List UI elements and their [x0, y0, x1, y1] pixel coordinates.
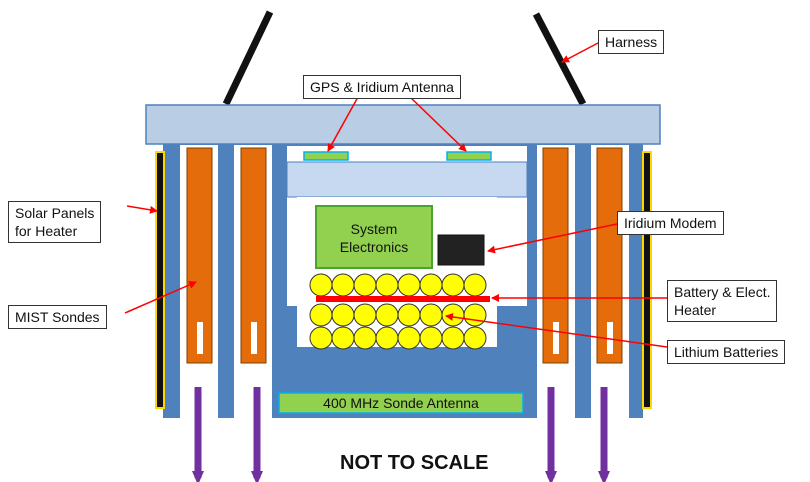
sonde-window-1 — [197, 322, 203, 354]
system-electronics-line2: Electronics — [339, 239, 409, 255]
solar-arrow — [126, 205, 158, 214]
gps-arrow-left — [327, 96, 359, 152]
system-electronics-label: System Electronics — [316, 220, 432, 256]
sonde-window-4 — [607, 322, 613, 354]
gps-antenna-label: GPS & Iridium Antenna — [303, 75, 461, 99]
sonde-window-3 — [553, 322, 559, 354]
batteries-arrow — [445, 313, 668, 348]
sonde-antenna-label: 400 MHz Sonde Antenna — [323, 395, 479, 411]
harness-left — [222, 10, 274, 106]
harness-arrow — [561, 42, 599, 63]
harness-label: Harness — [598, 30, 665, 54]
solar-panels-line1: Solar Panels — [15, 205, 95, 221]
solar-panels-line2: for Heater — [15, 223, 78, 239]
gps-antenna-pad-right — [446, 151, 492, 161]
mist-arrow — [124, 281, 197, 314]
sonde-window-2 — [251, 322, 257, 354]
antenna-shelf — [286, 161, 528, 198]
solar-panel-left — [155, 151, 165, 409]
iridium-modem-box — [437, 234, 485, 266]
battery-heater-bar — [316, 296, 490, 302]
battery-heater-label: Battery & Elect. Heater — [667, 280, 778, 322]
lithium-battery-array — [309, 273, 487, 350]
harness-right — [532, 12, 587, 106]
system-electronics-box — [315, 205, 433, 269]
modem-arrow — [487, 223, 618, 254]
solar-panels-label: Solar Panels for Heater — [8, 201, 102, 243]
battery-heater-line1: Battery & Elect. — [674, 284, 771, 300]
lithium-batteries-label: Lithium Batteries — [667, 340, 786, 364]
mist-sondes-label: MIST Sondes — [8, 305, 107, 329]
system-electronics-line1: System — [350, 221, 398, 237]
battery-heater-line2: Heater — [674, 302, 717, 318]
top-plate — [145, 104, 661, 145]
solar-panel-right — [642, 151, 652, 409]
not-to-scale-note: NOT TO SCALE — [340, 452, 489, 474]
gps-antenna-pad-left — [303, 151, 349, 161]
gps-arrow-right — [409, 96, 467, 152]
sonde-antenna-bar — [278, 392, 524, 414]
iridium-modem-label: Iridium Modem — [617, 211, 724, 235]
